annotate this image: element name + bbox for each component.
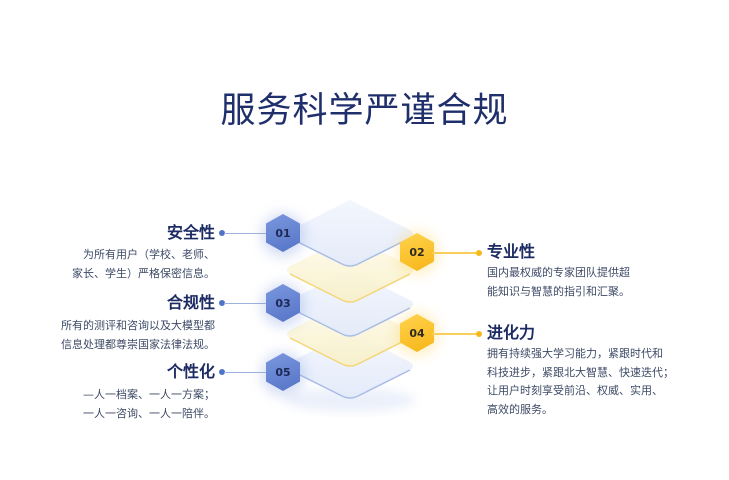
desc-line: 所有的测评和咨询以及大模型都 <box>61 319 215 332</box>
connector-line <box>432 333 478 335</box>
connector-dot <box>219 369 225 375</box>
desc-line: 拥有持续强大学习能力，紧跟时代和 <box>487 347 663 360</box>
description-evolution: 拥有持续强大学习能力，紧跟时代和 科技进步，紧跟北大智慧、快速迭代； 让用户时刻… <box>487 345 674 419</box>
desc-line: 高效的服务。 <box>487 402 553 416</box>
desc-line: 让用户时刻享受前沿、权威、实用、 <box>487 384 663 397</box>
connector-dot <box>219 230 225 236</box>
description-security: 为所有用户（学校、老师、 家长、学生）严格保密信息。 <box>72 246 215 283</box>
connector-dot <box>219 300 225 306</box>
description-personalization: —人一档案、一人一方案； 一人一咨询、一人一陪伴。 <box>83 386 215 423</box>
connector-line <box>224 302 270 304</box>
desc-line: 信息处理都尊崇国家法律法规。 <box>61 337 215 351</box>
heading-evolution: 进化力 <box>487 323 536 342</box>
heading-compliance: 合规性 <box>166 293 215 312</box>
layer-01 <box>287 200 413 267</box>
desc-line: —人一档案、一人一方案； <box>83 388 215 401</box>
desc-line: 为所有用户（学校、老师、 <box>83 248 215 261</box>
description-compliance: 所有的测评和咨询以及大模型都 信息处理都尊崇国家法律法规。 <box>61 317 215 354</box>
connector-line <box>432 252 478 254</box>
heading-security: 安全性 <box>166 223 215 242</box>
layer-03 <box>287 270 413 337</box>
connector-line <box>224 371 270 373</box>
heading-professionalism: 专业性 <box>487 242 536 261</box>
number-badge-04-hex-icon: 04 <box>400 314 434 352</box>
desc-line: 科技进步，紧跟北大智慧、快速迭代； <box>487 365 674 379</box>
number-badge-05-hex-icon: 05 <box>266 353 300 391</box>
desc-line: 国内最权威的专家团队提供超 <box>487 266 630 279</box>
desc-line: 一人一咨询、一人一陪伴。 <box>83 406 215 420</box>
heading-personalization: 个性化 <box>166 362 215 381</box>
description-professionalism: 国内最权威的专家团队提供超 能知识与智慧的指引和汇聚。 <box>487 264 630 301</box>
layer-02 <box>287 236 413 303</box>
number-badge-03-hex-icon: 03 <box>266 284 300 322</box>
connector-dot <box>476 249 482 256</box>
layer-05 <box>287 332 413 399</box>
desc-line: 家长、学生）严格保密信息。 <box>72 266 215 280</box>
connector-line <box>224 232 270 234</box>
page-title: 服务科学严谨合规 <box>220 91 509 131</box>
connector-dot <box>476 330 482 337</box>
desc-line: 能知识与智慧的指引和汇聚。 <box>487 284 630 298</box>
